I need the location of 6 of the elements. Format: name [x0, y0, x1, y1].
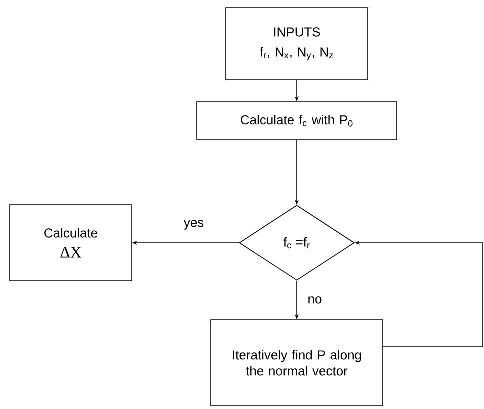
edge-label: yes — [182, 219, 206, 231]
edge-label: no — [306, 296, 324, 305]
process-box: Iteratively find P along the normal vector — [210, 320, 384, 406]
process-box: INPUTS f$_{r}$, N$_{x}$, N$_{y}$, N$_{z}$ — [226, 8, 368, 80]
process-box: Calculate f$_{c}$ with P$_{0}$ — [196, 102, 398, 140]
process-box: Calculate ΔX — [10, 204, 132, 282]
